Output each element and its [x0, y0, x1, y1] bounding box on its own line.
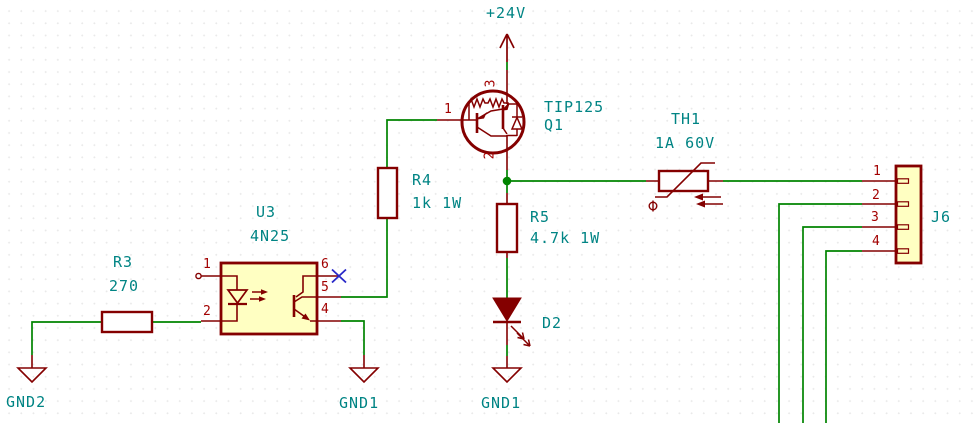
ground-symbol-gnd1-right[interactable]	[491, 356, 523, 384]
r5-ref-label: R5	[530, 208, 551, 226]
u3-pin5-number: 5	[321, 280, 329, 295]
wire-j6pin4-down	[825, 250, 862, 423]
q1-ref-label: Q1	[544, 116, 565, 134]
j6-ref-label: J6	[931, 208, 952, 226]
j6-pin1-number: 1	[873, 164, 881, 179]
u3-ref-label: U3	[256, 203, 277, 221]
q1-pin2-number: 2	[482, 151, 498, 160]
resistor-r5-symbol[interactable]	[495, 193, 519, 258]
u3-pin2-number: 2	[203, 304, 211, 319]
ground-symbol-gnd1-left[interactable]	[348, 355, 380, 384]
r3-ref-label: R3	[113, 253, 134, 271]
j6-pin2-number: 2	[872, 188, 880, 203]
no-connect-x-icon[interactable]	[331, 268, 347, 284]
r3-value-label: 270	[109, 277, 140, 295]
d2-ref-label: D2	[542, 314, 563, 332]
q1-pin1-number: 1	[444, 102, 452, 117]
gnd1-left-label: GND1	[339, 394, 380, 412]
pin-notch	[896, 224, 910, 230]
ground-symbol-gnd2[interactable]	[16, 355, 48, 384]
j6-pin4-number: 4	[872, 234, 880, 249]
wire-junction-dot	[502, 176, 512, 186]
transistor-q1-symbol[interactable]	[437, 70, 526, 170]
led-triangle-icon	[226, 289, 249, 305]
theta-symbol-icon	[648, 200, 658, 212]
power-label-24v: +24V	[486, 4, 527, 22]
ground-triangle-icon	[491, 367, 523, 384]
wire-j6pin2-down	[778, 203, 862, 423]
u3-pin4-number: 4	[321, 302, 329, 317]
gnd1-right-label: GND1	[481, 394, 522, 412]
th1-value-label: 1A 60V	[655, 134, 716, 152]
q1-value-label: TIP125	[544, 98, 605, 116]
pin-notch	[896, 178, 910, 184]
r4-value-label: 1k 1W	[412, 194, 463, 212]
wire-j6pin3-down	[802, 226, 862, 423]
temperature-arrows-icon	[694, 193, 723, 208]
power-symbol-24v[interactable]	[499, 33, 515, 62]
unconnected-pin-circle	[195, 272, 202, 280]
ground-triangle-icon	[16, 367, 48, 384]
wire-u3pin4-to-gnd1	[341, 320, 365, 355]
led-d2-symbol[interactable]	[492, 297, 531, 347]
u3-value-label: 4N25	[250, 227, 291, 245]
led-emission-arrows-icon	[510, 325, 531, 347]
wire-u3pin5-to-r4	[341, 218, 388, 298]
polyfuse-th1-symbol[interactable]	[646, 162, 723, 212]
optocoupler-u3-symbol[interactable]	[195, 261, 341, 336]
r4-ref-label: R4	[412, 171, 433, 189]
th1-ref-label: TH1	[671, 110, 702, 128]
wire-gnd2-to-r3	[31, 321, 102, 355]
r5-value-label: 4.7k 1W	[530, 229, 601, 247]
ground-triangle-icon	[348, 367, 380, 384]
coupling-arrows-icon	[250, 289, 268, 302]
wire-r4-to-q1base	[386, 119, 437, 168]
pin-notch	[896, 248, 910, 254]
connector-j6-symbol[interactable]	[862, 164, 923, 265]
power-arrow-icon	[499, 33, 515, 62]
led-triangle-icon	[492, 297, 522, 322]
j6-pin3-number: 3	[871, 210, 879, 225]
q1-pin3-number: 3	[483, 79, 499, 88]
pin-notch	[896, 201, 910, 207]
resistor-r3-symbol[interactable]	[100, 310, 154, 334]
resistor-r4-symbol[interactable]	[376, 166, 399, 220]
internal-resistor-zigzag	[468, 96, 509, 110]
gnd2-label: GND2	[6, 393, 47, 411]
wires[interactable]	[31, 62, 862, 423]
u3-pin6-number: 6	[321, 257, 329, 272]
u3-pin1-number: 1	[203, 257, 211, 272]
